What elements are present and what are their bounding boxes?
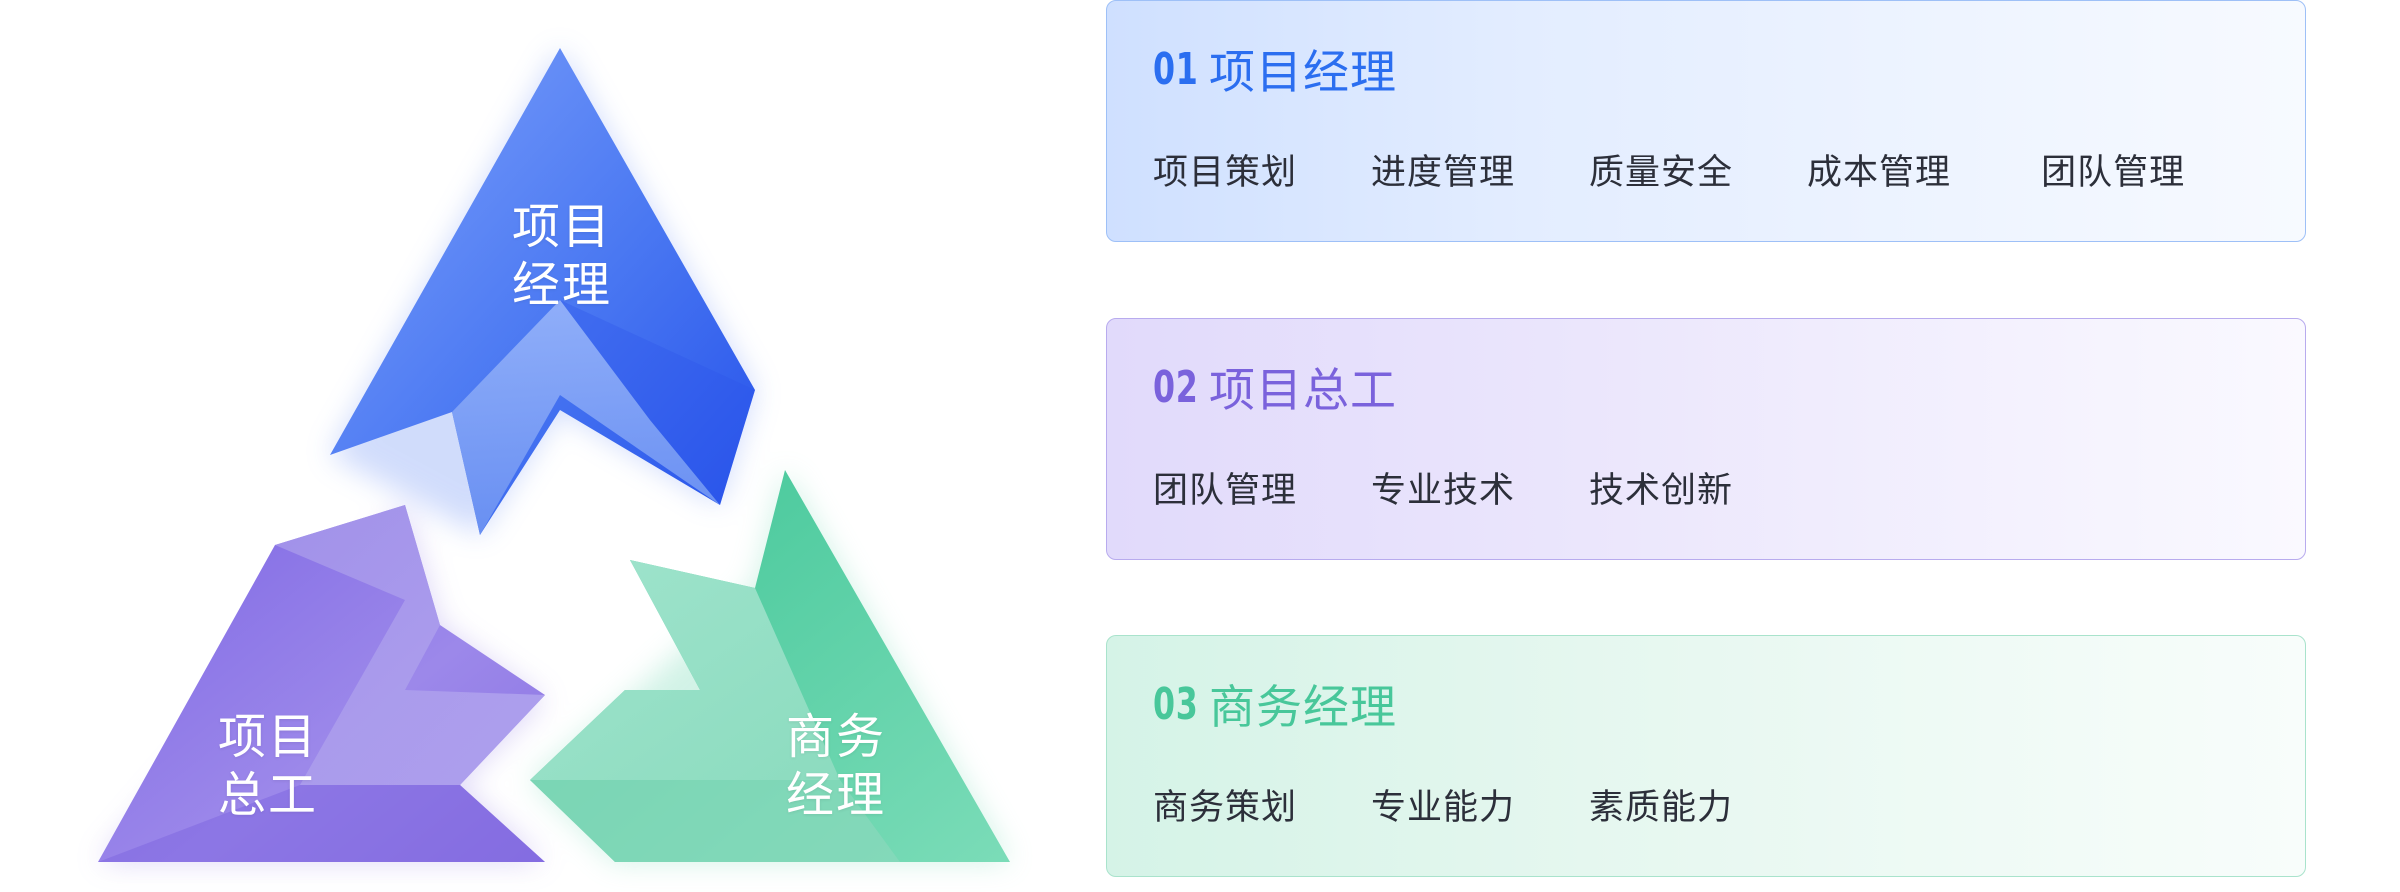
card-title: 项目经理: [1209, 45, 1397, 99]
chief-engineer-label-line1: 项目: [217, 709, 318, 765]
card-skill-list: 项目策划 进度管理 质量安全 成本管理 团队管理: [1153, 141, 2185, 197]
business-manager-label-line1: 商务: [785, 709, 886, 765]
chief-engineer-label-line2: 总工: [217, 767, 318, 823]
card-skill-list: 团队管理 专业技术 技术创新: [1153, 459, 1807, 515]
skill-item: 项目策划: [1153, 152, 1298, 193]
chief-engineer-label: 项目 总工: [198, 708, 338, 824]
card-title: 商务经理: [1209, 680, 1397, 734]
card-header: 03 商务经理: [1153, 674, 1397, 735]
skill-item: 专业能力: [1371, 787, 1516, 828]
skill-item: 商务策划: [1153, 787, 1298, 828]
business-manager-label: 商务 经理: [766, 708, 906, 824]
skill-item: 技术创新: [1589, 470, 1734, 511]
card-number: 03: [1153, 678, 1199, 730]
role-card-chief-engineer: 02 项目总工 团队管理 专业技术 技术创新: [1106, 318, 2306, 560]
skill-item: 专业技术: [1371, 470, 1516, 511]
skill-item: 成本管理: [1807, 152, 1952, 193]
role-card-business-manager: 03 商务经理 商务策划 专业能力 素质能力: [1106, 635, 2306, 877]
skill-item: 进度管理: [1371, 152, 1516, 193]
project-manager-label-line2: 经理: [511, 257, 612, 313]
card-number: 01: [1153, 43, 1199, 95]
business-manager-label-line2: 经理: [785, 767, 886, 823]
skill-item: 团队管理: [2041, 152, 2186, 193]
card-header: 01 项目经理: [1153, 39, 1397, 100]
card-skill-list: 商务策划 专业能力 素质能力: [1153, 776, 1807, 832]
role-card-project-manager: 01 项目经理 项目策划 进度管理 质量安全 成本管理 团队管理: [1106, 0, 2306, 242]
skill-item: 素质能力: [1589, 787, 1734, 828]
skill-item: 团队管理: [1153, 470, 1298, 511]
triangle-graphic: [98, 48, 1010, 862]
card-title: 项目总工: [1209, 363, 1397, 417]
project-manager-label: 项目 经理: [492, 198, 632, 314]
project-manager-piece: [330, 48, 755, 535]
business-manager-piece: [530, 470, 1010, 862]
card-header: 02 项目总工: [1153, 357, 1397, 418]
chief-engineer-piece: [98, 505, 545, 862]
skill-item: 质量安全: [1589, 152, 1734, 193]
card-number: 02: [1153, 361, 1199, 413]
role-triangle-diagram: 项目 经理 项目 总工 商务 经理: [0, 0, 1060, 892]
project-manager-label-line1: 项目: [511, 199, 612, 255]
